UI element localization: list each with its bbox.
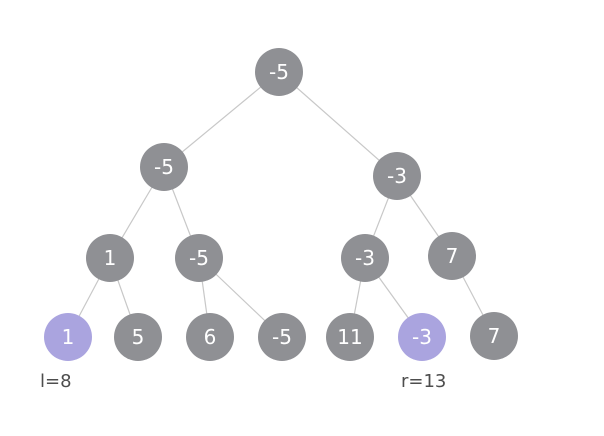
tree-node-value: -3 xyxy=(355,246,375,270)
tree-node-value: -5 xyxy=(189,246,209,270)
tree-node: -5 xyxy=(258,313,306,361)
tree-node: -3 xyxy=(398,313,446,361)
tree-node: 1 xyxy=(86,234,134,282)
tree-node: -5 xyxy=(255,48,303,96)
tree-node-value: -5 xyxy=(269,60,289,84)
tree-node: -3 xyxy=(341,234,389,282)
tree-node: 6 xyxy=(186,313,234,361)
tree-node-value: 5 xyxy=(131,325,145,349)
tree-node: -5 xyxy=(175,234,223,282)
tree-node-value: 6 xyxy=(203,325,217,349)
tree-node: -5 xyxy=(140,143,188,191)
tree-node-value: 11 xyxy=(337,325,363,349)
tree-node-value: -5 xyxy=(272,325,292,349)
tree-node-value: 7 xyxy=(487,324,501,348)
tree-node-value: 7 xyxy=(445,244,459,268)
tree-node: 5 xyxy=(114,313,162,361)
tree-node: 1 xyxy=(44,313,92,361)
tree-edge xyxy=(278,71,398,177)
tree-node-value: -3 xyxy=(412,325,432,349)
tree-node-value: -3 xyxy=(387,164,407,188)
right-bound-label: r=13 xyxy=(401,371,447,392)
left-bound-label: l=8 xyxy=(40,371,72,392)
tree-node-value: -5 xyxy=(154,155,174,179)
tree-node: 7 xyxy=(470,312,518,360)
tree-node: -3 xyxy=(373,152,421,200)
tree-node: 7 xyxy=(428,232,476,280)
tree-node-value: 1 xyxy=(61,325,75,349)
tree-node: 11 xyxy=(326,313,374,361)
tree-edge xyxy=(163,71,280,168)
tree-node-value: 1 xyxy=(103,246,117,270)
